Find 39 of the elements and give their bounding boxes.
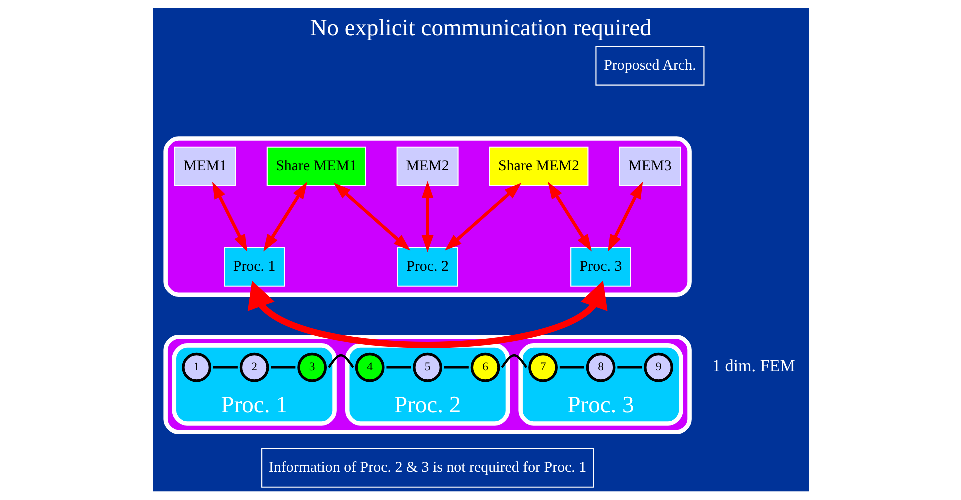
node-circle: 8 [586, 352, 616, 382]
connector [617, 366, 642, 369]
connector [500, 354, 528, 368]
connector [386, 366, 411, 369]
cluster [163, 335, 692, 434]
node-box: Share MEM1 [266, 146, 366, 186]
node-circle: 7 [528, 352, 558, 382]
node-circle: 1 [182, 352, 212, 382]
node-circle: 5 [412, 352, 442, 382]
node-box: MEM3 [618, 146, 681, 186]
node-box: Information of Proc. 2 & 3 is not required for Proc. 1 [261, 448, 594, 488]
arrow [548, 182, 592, 252]
node-box: Proc. 2 [396, 247, 458, 287]
connector [270, 366, 296, 369]
connector [328, 354, 354, 368]
connector [559, 366, 584, 369]
node-circle: 3 [297, 352, 327, 382]
arrow [421, 181, 434, 252]
label: 1 dim. FEM [712, 356, 795, 376]
connector [212, 366, 238, 369]
node-box: MEM2 [396, 146, 458, 186]
arrow [444, 182, 522, 251]
cluster [163, 136, 692, 298]
arrow [333, 182, 410, 251]
arrow [247, 280, 608, 348]
node-circle: 4 [354, 352, 384, 382]
node-box: Proc. 1 [224, 247, 285, 287]
node-circle: 6 [470, 352, 500, 382]
arrow [263, 182, 308, 252]
diagram-title: No explicit communication required [310, 16, 652, 42]
node-circle: 2 [239, 352, 269, 382]
node-box: Proc. 3 [570, 247, 631, 287]
arrow [608, 182, 643, 252]
node-circle: 9 [644, 352, 673, 382]
connector [444, 366, 468, 369]
node-box: Share MEM2 [488, 146, 588, 186]
node-box: Proposed Arch. [595, 46, 704, 86]
node-box: MEM1 [174, 146, 236, 186]
arrow [212, 182, 248, 252]
